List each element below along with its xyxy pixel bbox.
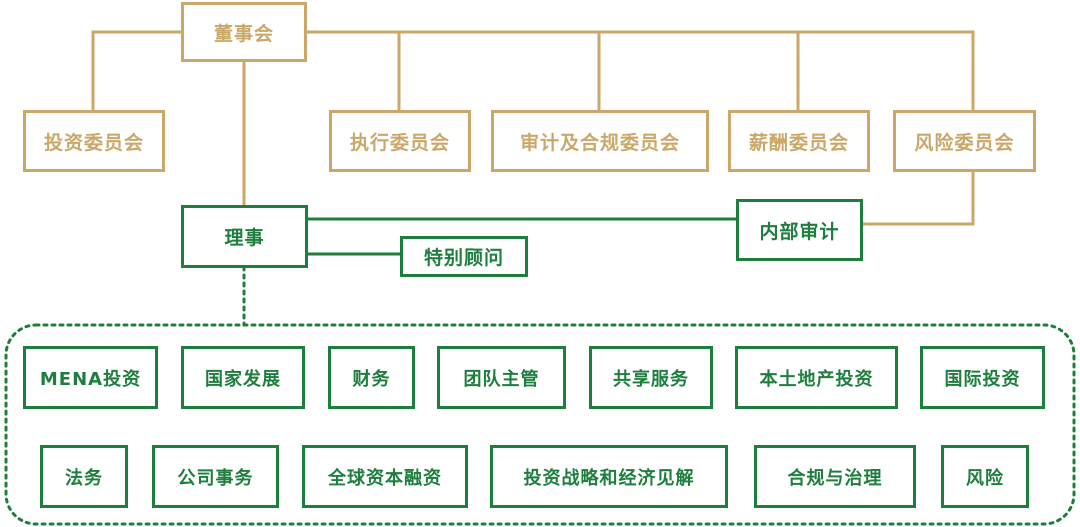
internal-audit-box: 内部审计	[736, 199, 863, 261]
dept-global-capital-financing: 全球资本融资	[302, 445, 468, 508]
committee-audit-compliance: 审计及合规委员会	[491, 110, 709, 172]
internal-audit-label: 内部审计	[759, 220, 840, 243]
dept-label: 公司事务	[177, 467, 254, 489]
dept-label: 财务	[352, 368, 391, 390]
dept-local-real-estate: 本土地产投资	[735, 346, 898, 409]
committee-risk-label: 风险委员会	[914, 131, 1015, 154]
dept-label: 全球资本融资	[328, 467, 442, 489]
board-title: 董事会	[213, 22, 274, 45]
dept-corporate-affairs: 公司事务	[152, 445, 279, 508]
dept-label: 合规与治理	[787, 467, 883, 489]
dept-mena-investment: MENA投资	[23, 346, 158, 409]
committee-investment: 投资委员会	[23, 110, 165, 172]
connector-risk-committee-internal-audit	[861, 171, 975, 226]
dept-label: 本土地产投资	[759, 368, 874, 390]
dept-investment-strategy: 投资战略和经济见解	[490, 445, 728, 508]
dept-label: 共享服务	[613, 368, 689, 390]
special-advisor-box: 特别顾问	[400, 236, 528, 277]
special-advisor-label: 特别顾问	[423, 247, 504, 269]
dept-label: 法务	[65, 467, 103, 489]
committee-remuneration-label: 薪酬委员会	[748, 131, 849, 154]
dept-label: 风险	[966, 467, 1004, 489]
committee-investment-label: 投资委员会	[43, 131, 144, 154]
connector-board-committees	[307, 30, 975, 111]
dept-label: 投资战略和经济见解	[523, 467, 695, 489]
committee-remuneration: 薪酬委员会	[728, 110, 870, 172]
director-box: 理事	[181, 205, 308, 268]
departments-container	[4, 323, 1076, 526]
committee-executive-label: 执行委员会	[349, 131, 450, 154]
board-box: 董事会	[181, 2, 307, 62]
director-label: 理事	[224, 227, 265, 249]
committee-audit-compliance-label: 审计及合规委员会	[519, 131, 680, 154]
committee-executive: 执行委员会	[329, 110, 471, 172]
dept-label: 国家发展	[205, 368, 281, 390]
dept-label: 国际投资	[944, 368, 1021, 390]
dept-national-development: 国家发展	[181, 346, 305, 409]
dept-risk: 风险	[941, 445, 1029, 508]
dept-shared-services: 共享服务	[589, 346, 713, 409]
committee-risk: 风险委员会	[893, 110, 1036, 172]
dept-legal: 法务	[40, 445, 128, 508]
dept-label: MENA投资	[39, 368, 142, 390]
dept-international-investment: 国际投资	[920, 346, 1045, 409]
dept-team-lead: 团队主管	[437, 346, 566, 409]
dept-finance: 财务	[328, 346, 415, 409]
dept-label: 团队主管	[463, 368, 540, 390]
connector-board-investment-committee	[91, 30, 181, 111]
dept-compliance-governance: 合规与治理	[754, 445, 916, 508]
